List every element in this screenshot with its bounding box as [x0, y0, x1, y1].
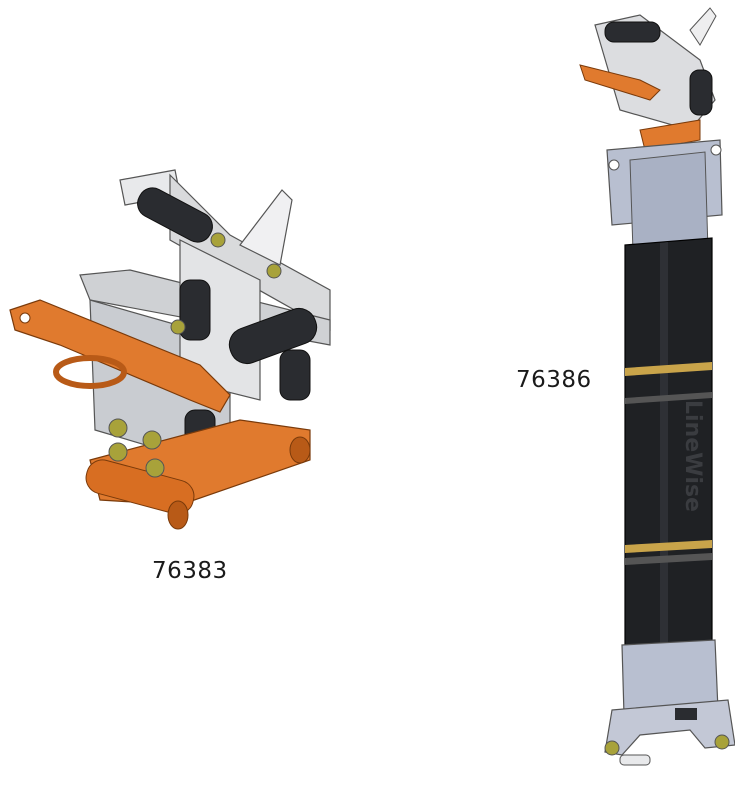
bottom-mounting-plate: [604, 639, 735, 766]
insulated-body: [624, 237, 713, 651]
green-bolts: [108, 232, 282, 478]
part-number-76383: 76383: [152, 558, 228, 584]
brand-logo: LineWise: [680, 400, 705, 512]
top-mounting-plate: [606, 139, 723, 253]
part-76386-illustration: LineWise: [579, 7, 735, 766]
fin-plate: [239, 189, 293, 266]
part-number-76386: 76386: [516, 367, 592, 393]
top-mechanism: [579, 7, 717, 151]
part-76383-illustration: [9, 169, 331, 530]
svg-text:LineWise: LineWise: [680, 400, 705, 512]
orange-base-bracket: [85, 419, 311, 530]
orange-lever-arm: [9, 299, 231, 413]
